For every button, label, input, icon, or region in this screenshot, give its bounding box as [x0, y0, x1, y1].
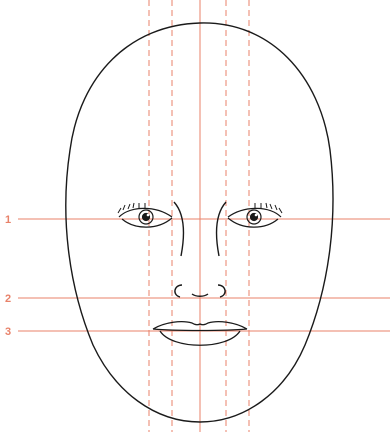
head-outline: [66, 23, 333, 422]
vertical-guides: [149, 0, 249, 432]
nose-left-bridge-line: [174, 202, 183, 256]
guide-labels: 1 2 3: [5, 214, 11, 338]
right-eye-highlight: [255, 214, 258, 217]
right-eye: [228, 203, 282, 227]
guide-label-2: 2: [5, 293, 11, 305]
guide-label-1: 1: [5, 214, 11, 226]
horizontal-guides: [18, 219, 390, 331]
nose-right-nostril: [218, 285, 225, 297]
nose-left-nostril: [175, 285, 182, 297]
nose-right-bridge-line: [217, 202, 226, 256]
left-eye-highlight: [147, 214, 150, 217]
left-eye: [118, 203, 172, 227]
guide-label-3: 3: [5, 326, 11, 338]
